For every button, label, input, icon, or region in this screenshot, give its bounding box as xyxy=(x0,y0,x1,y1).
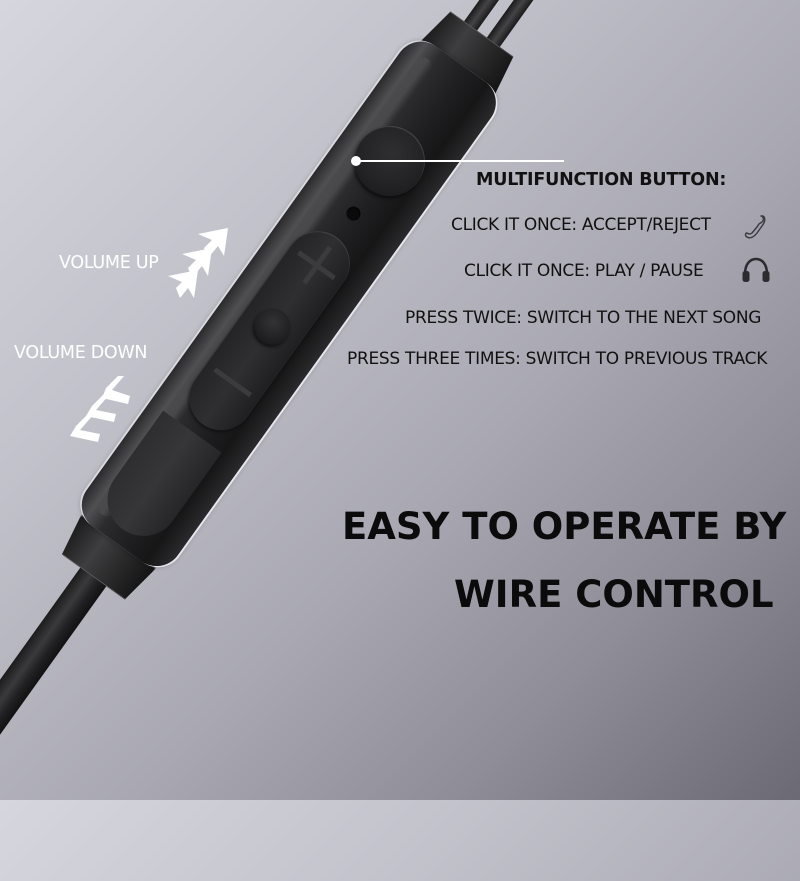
headline-line-1: EASY TO OPERATE BY xyxy=(342,505,787,548)
volume-down-label: VOLUME DOWN xyxy=(14,343,148,363)
lower-cable xyxy=(0,546,122,858)
function-previous-track: PRESS THREE TIMES: SWITCH TO PREVIOUS TR… xyxy=(347,349,768,369)
headline-line-2: WIRE CONTROL xyxy=(454,573,774,616)
phone-icon xyxy=(744,215,766,239)
volume-up-label: VOLUME UP xyxy=(59,253,159,273)
volume-down-arrows-icon xyxy=(70,376,130,442)
function-play-pause: CLICK IT ONCE: PLAY / PAUSE xyxy=(464,261,704,281)
multifunction-title: MULTIFUNCTION BUTTON: xyxy=(476,170,727,190)
product-feature-graphic: MULTIFUNCTION BUTTON: CLICK IT ONCE: ACC… xyxy=(0,0,787,858)
volume-up-arrows-icon xyxy=(168,228,228,298)
callout-line xyxy=(356,160,564,162)
headphones-icon xyxy=(742,257,770,282)
function-accept-reject: CLICK IT ONCE: ACCEPT/REJECT xyxy=(451,215,711,235)
function-next-song: PRESS TWICE: SWITCH TO THE NEXT SONG xyxy=(405,308,762,328)
